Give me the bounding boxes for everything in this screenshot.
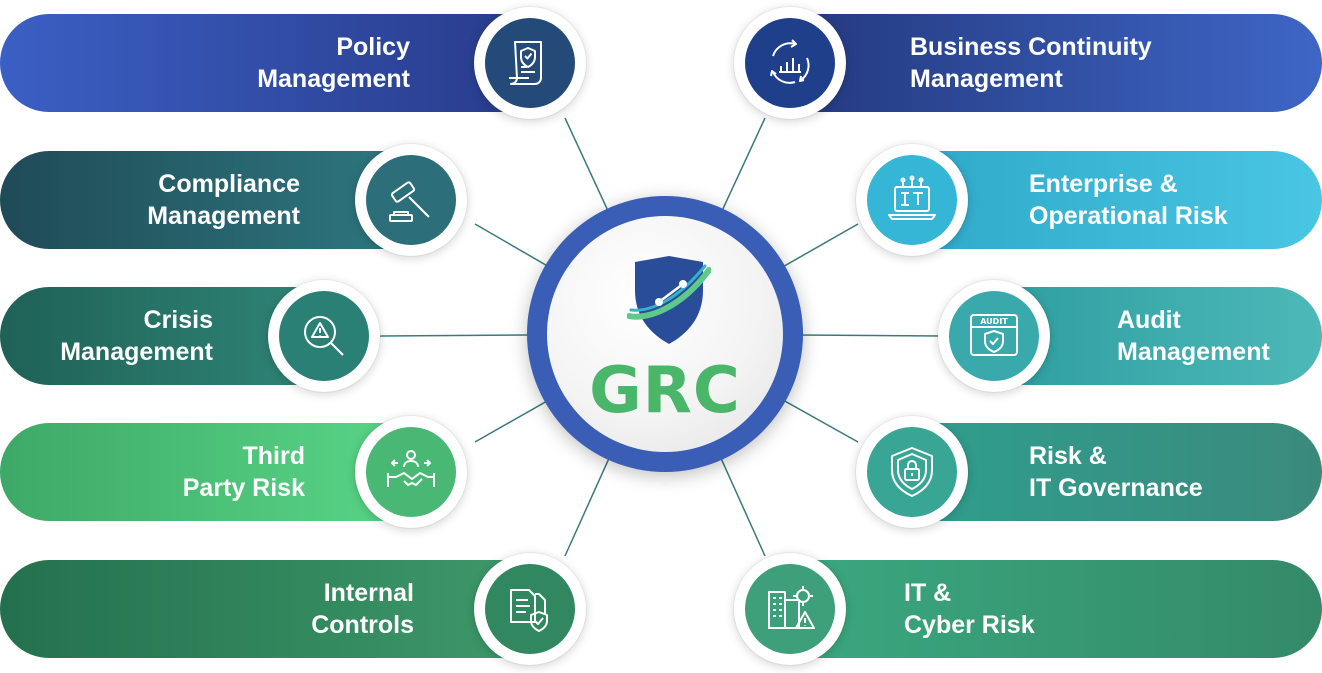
bubble-compliance [355, 144, 467, 256]
it-cyber-label-line-1: IT & [904, 579, 952, 607]
pill-business-continuity-management: Business Continuity Management [790, 14, 1322, 112]
grc-title: GRC [589, 354, 741, 428]
documents-shield-icon [510, 589, 548, 632]
magnifier-warning-icon [304, 316, 344, 356]
building-warning-icon [768, 586, 815, 629]
bubble-enterprise-risk [856, 144, 968, 256]
risk-it-label-line-1: Risk & [1029, 442, 1107, 470]
svg-text:AUDIT: AUDIT [980, 317, 1008, 326]
it-cyber-label-line-2: Cyber Risk [904, 611, 1035, 639]
audit-label-line-2: Management [1117, 338, 1270, 366]
business-continuity-label-line-1: Business Continuity [910, 33, 1152, 61]
bubble-it-cyber [734, 553, 846, 665]
compliance-label-line-1: Compliance [158, 170, 300, 198]
business-continuity-label-line-2: Management [910, 65, 1063, 93]
it-laptop-icon [888, 175, 936, 220]
audit-shield-icon: AUDIT [970, 314, 1018, 356]
pill-policy-management: Policy Management [0, 14, 540, 112]
shield-lock-icon [891, 447, 933, 497]
document-shield-icon [509, 41, 542, 85]
internal-controls-label-line-2: Controls [311, 611, 414, 639]
third-party-label-line-2: Party Risk [182, 474, 305, 502]
grc-shield-logo-icon [627, 256, 711, 344]
crisis-label-line-1: Crisis [143, 306, 213, 334]
handshake-icon [387, 450, 435, 487]
policy-label-line-2: Management [257, 65, 410, 93]
bubble-third-party [355, 416, 467, 528]
enterprise-label-line-1: Enterprise & [1029, 170, 1178, 198]
bubble-risk-it-governance [856, 416, 968, 528]
compliance-label-line-2: Management [147, 202, 300, 230]
bubble-crisis [268, 280, 380, 392]
audit-label-line-1: Audit [1117, 306, 1181, 334]
pill-risk-it-governance: Risk & IT Governance [900, 423, 1322, 521]
crisis-label-line-2: Management [60, 338, 213, 366]
bubble-business-continuity [734, 7, 846, 119]
third-party-label-line-1: Third [242, 442, 306, 470]
policy-label-line-1: Policy [336, 33, 410, 61]
bubble-internal-controls [474, 553, 586, 665]
internal-controls-label-line-1: Internal [323, 579, 414, 607]
gavel-icon [389, 181, 430, 222]
pill-it-cyber-risk: IT & Cyber Risk [790, 560, 1322, 658]
cycle-chart-icon [770, 39, 810, 84]
bubble-policy [474, 7, 586, 119]
grc-hub: GRC [527, 196, 803, 472]
bubble-audit: AUDIT [938, 280, 1050, 392]
pill-internal-controls: Internal Controls [0, 560, 540, 658]
pill-enterprise-operational-risk: Enterprise & Operational Risk [900, 151, 1322, 249]
risk-it-label-line-2: IT Governance [1029, 474, 1203, 502]
enterprise-label-line-2: Operational Risk [1029, 202, 1228, 230]
